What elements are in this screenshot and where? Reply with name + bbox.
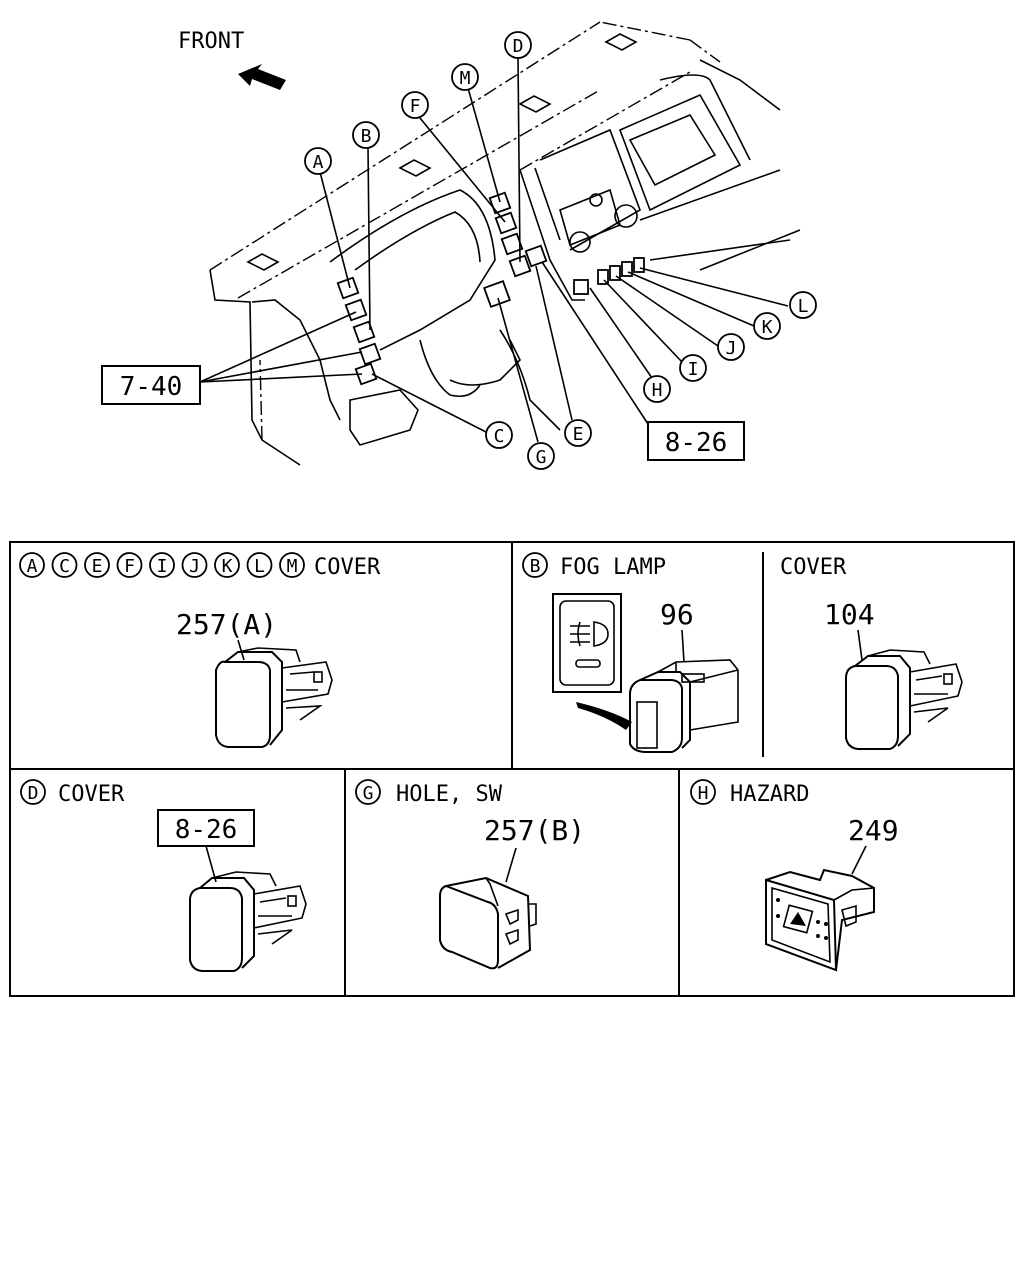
panel5-title: HOLE, SW (396, 782, 503, 807)
cover-104-part (845, 649, 963, 750)
panel1-code: J (189, 556, 200, 577)
fit-arrow-icon (576, 702, 632, 730)
panel1-code-circle (149, 552, 175, 578)
hole-sw-plug-part (439, 876, 537, 970)
panel1-code: F (124, 556, 135, 577)
callout-e: E (564, 419, 592, 447)
hazard-switch-part (765, 868, 875, 972)
panel1-code: K (222, 556, 233, 577)
fog-lamp-symbol-card (552, 593, 622, 693)
panel1-code-circle (214, 552, 240, 578)
panel1-code: L (254, 556, 265, 577)
panel5-code: G (363, 783, 374, 804)
panel2-code: B (530, 556, 541, 577)
svg-text:I: I (688, 359, 699, 380)
front-arrow-icon (238, 64, 286, 90)
panel1-code: M (287, 556, 298, 577)
panel1-code-circle (51, 552, 78, 578)
callout-k: K (753, 312, 781, 340)
svg-text:F: F (410, 96, 421, 117)
panel-fog-lamp: B FOG LAMP 96 (522, 552, 739, 753)
svg-text:G: G (536, 447, 547, 468)
panel1-code: I (157, 556, 168, 577)
front-label: FRONT (178, 29, 244, 54)
svg-text:L: L (798, 296, 809, 317)
callout-a: A (304, 147, 332, 175)
panel5-part-number: 257(B) (484, 814, 585, 847)
hazard-triangle-icon (790, 912, 806, 926)
panel1-part-number: 257(A) (176, 608, 277, 641)
panel1-title: COVER (314, 555, 381, 580)
dashboard-illustration (199, 21, 801, 466)
svg-text:K: K (762, 317, 773, 338)
svg-text:D: D (513, 36, 524, 57)
panel-hole-sw: G HOLE, SW 257(B) (355, 779, 585, 970)
panel1-code-circle (246, 552, 273, 578)
panel1-code-circle (279, 552, 305, 578)
svg-text:E: E (573, 424, 584, 445)
fog-lamp-icon (570, 621, 609, 647)
fog-lamp-switch-part (629, 659, 739, 753)
svg-text:H: H (652, 380, 663, 401)
svg-text:7-40: 7-40 (120, 372, 183, 402)
panel-cover-d: D COVER 8-26 (20, 779, 307, 972)
callout-c: C (485, 421, 513, 449)
svg-text:8-26: 8-26 (665, 428, 728, 458)
ref-box-7-40: 7-40 (101, 365, 201, 405)
callout-g: G (527, 442, 555, 470)
callout-b: B (352, 121, 380, 149)
panel1-code-circle (19, 552, 45, 578)
panel3-part-number: 104 (824, 598, 875, 631)
callout-f: F (401, 91, 429, 119)
callout-i: I (679, 354, 707, 382)
panel-cover-104: COVER 104 (780, 555, 963, 750)
panel2-title: FOG LAMP (560, 555, 666, 580)
cover-d-part (189, 871, 307, 972)
svg-text:J: J (726, 338, 737, 359)
panel1-code: C (59, 556, 70, 577)
panel6-title: HAZARD (730, 782, 809, 807)
ref-box-8-26: 8-26 (647, 421, 745, 461)
callout-h: H (643, 375, 671, 403)
panel6-part-number: 249 (848, 814, 899, 847)
panel-grid (9, 541, 1015, 997)
panel6-code: H (698, 783, 709, 804)
callout-d: D (504, 31, 532, 59)
svg-text:A: A (313, 152, 324, 173)
panel2-part-number: 96 (660, 598, 694, 631)
svg-text:M: M (460, 68, 471, 89)
panel-hazard: H HAZARD 249 (690, 779, 899, 972)
panel1-code-circle (84, 552, 110, 578)
panel1-code: A (27, 556, 38, 577)
cover-switch-part (215, 647, 333, 748)
panel1-code: E (92, 556, 103, 577)
panel4-title: COVER (58, 782, 125, 807)
panel4-ref: 8-26 (175, 815, 238, 845)
panel1-code-circle (116, 552, 143, 578)
svg-text:B: B (361, 126, 372, 147)
panel3-title: COVER (780, 555, 847, 580)
callout-m: M (451, 63, 479, 91)
callout-j: J (717, 333, 745, 361)
callout-l: L (789, 291, 817, 319)
panel4-code: D (28, 783, 39, 804)
panel1-code-circle (181, 552, 208, 578)
svg-text:C: C (494, 426, 505, 447)
